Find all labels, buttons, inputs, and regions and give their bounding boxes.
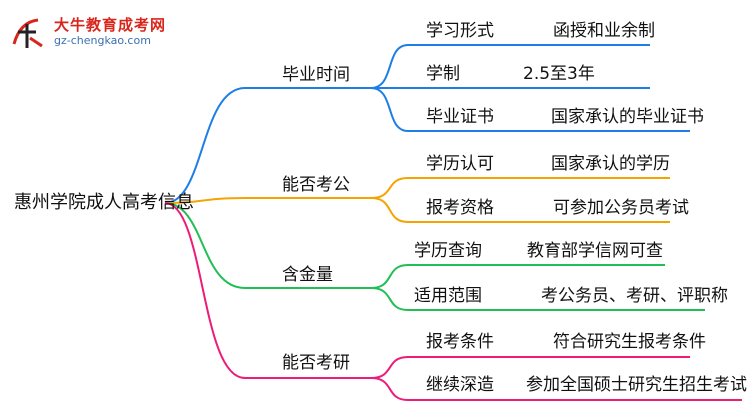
- connector-root-branch-1: [164, 87, 371, 204]
- connector-branch-2-item-2: [370, 197, 670, 223]
- branch-3-label: 含金量: [282, 265, 333, 285]
- branch-1-item-3-key: 毕业证书: [426, 107, 494, 127]
- branch-1-item-2-key: 学制: [426, 64, 460, 84]
- connector-branch-4-item-1: [370, 356, 690, 379]
- logo-url[interactable]: gz-chengkao.com: [54, 34, 151, 47]
- branch-2-item-1-key: 学历认可: [426, 154, 494, 174]
- branch-2-item-2-key: 报考资格: [426, 198, 494, 218]
- connector-branch-1-item-3: [370, 87, 690, 132]
- connector-root-branch-2: [164, 197, 371, 204]
- branch-4-item-2-key: 继续深造: [426, 375, 494, 395]
- branch-3-item-2-key: 适用范围: [414, 286, 482, 306]
- logo-brand-name: 大牛教育成考网: [54, 16, 167, 34]
- connector-root-branch-3: [164, 202, 371, 289]
- branch-3-item-2-value: 考公务员、考研、评职称: [541, 286, 728, 306]
- branch-3-item-1-value: 教育部学信网可查: [527, 241, 663, 261]
- branch-1-item-1-value: 函授和业余制: [553, 21, 655, 41]
- connector-branch-3-item-2: [370, 287, 705, 311]
- site-logo: 大牛教育成考网 gz-chengkao.com: [8, 14, 168, 54]
- branch-4-item-1-key: 报考条件: [426, 332, 494, 352]
- branch-2-item-2-value: 可参加公务员考试: [553, 198, 689, 218]
- branch-1-label: 毕业时间: [282, 65, 350, 85]
- branch-4-label: 能否考研: [282, 353, 350, 373]
- connector-branch-3-item-1: [370, 264, 665, 289]
- root-node: 惠州学院成人高考信息: [14, 192, 194, 213]
- branch-3-item-1-key: 学历查询: [414, 241, 482, 261]
- connector-root-branch-4: [164, 202, 371, 379]
- branch-4-item-1-value: 符合研究生报考条件: [553, 332, 706, 352]
- branch-1-item-1-key: 学习形式: [426, 21, 494, 41]
- branch-2-label: 能否考公: [282, 175, 350, 195]
- branch-4-item-2-value: 参加全国硕士研究生招生考试: [526, 375, 747, 395]
- branch-1-item-2-value: 2.5至3年: [523, 64, 595, 84]
- connector-branch-1-item-1: [370, 44, 650, 89]
- branch-1-item-3-value: 国家承认的毕业证书: [551, 107, 704, 127]
- branch-2-item-1-value: 国家承认的学历: [551, 154, 670, 174]
- connector-branch-4-item-2: [370, 377, 742, 401]
- logo-mark-icon: [12, 18, 43, 48]
- connector-branch-2-item-1: [370, 177, 670, 199]
